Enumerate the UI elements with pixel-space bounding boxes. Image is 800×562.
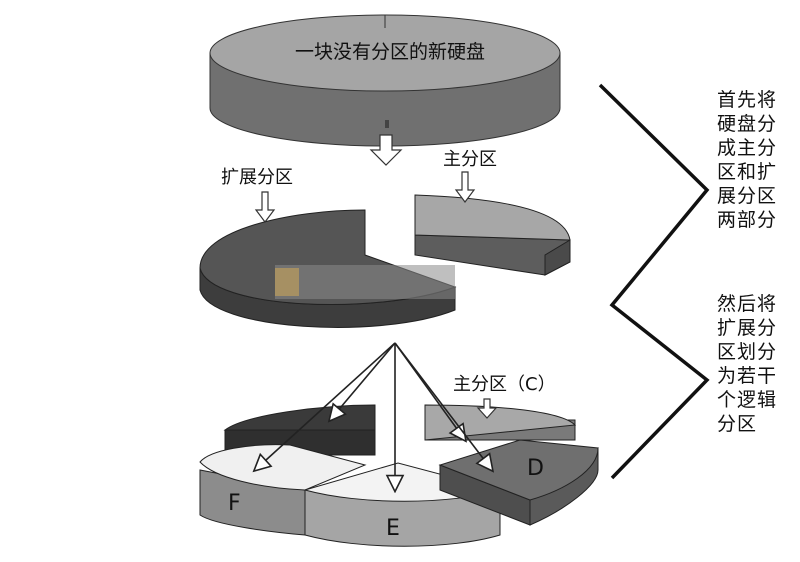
arrow-to-f	[255, 342, 396, 470]
disk-label: 一块没有分区的新硬盘	[295, 41, 485, 63]
arrow-to-d	[394, 342, 492, 470]
note-first-line: 展分区	[717, 185, 778, 207]
primary-partition-slice	[414, 194, 571, 276]
primary-c-label: 主分区（C）	[453, 374, 556, 395]
primary-pointer-icon	[454, 171, 476, 203]
note-first-line: 硬盘分	[717, 113, 778, 135]
note-first-line: 成主分	[717, 137, 778, 159]
extended-pointer-icon	[254, 191, 276, 223]
note-then-line: 为若干	[717, 365, 778, 387]
note-then-step: 然后将 扩展分 区划分 为若干 个逻辑 分区	[717, 292, 797, 436]
unpartitioned-disk: 一块没有分区的新硬盘	[209, 14, 561, 147]
down-arrow-icon	[369, 120, 403, 166]
primary-partition-label: 主分区	[443, 149, 497, 170]
arrow-to-back	[330, 342, 396, 420]
slice-e-label: E	[386, 516, 400, 541]
extended-partition-slice	[199, 209, 457, 328]
slice-f-label: F	[228, 491, 241, 516]
primary-c-slice	[424, 404, 577, 441]
note-first-step: 首先将 硬盘分 成主分 区和扩 展分区 两部分	[717, 88, 797, 232]
zigzag-bracket	[598, 83, 710, 480]
note-then-line: 扩展分	[717, 317, 778, 339]
note-then-line: 个逻辑	[717, 389, 778, 411]
note-then-line: 分区	[717, 413, 758, 435]
note-then-line: 区划分	[717, 341, 778, 363]
note-first-line: 区和扩	[717, 161, 778, 183]
note-then-line: 然后将	[717, 293, 778, 315]
note-first-line: 两部分	[717, 209, 778, 231]
slice-d-label: D	[527, 456, 544, 481]
extended-partition-label: 扩展分区	[221, 167, 293, 188]
note-first-line: 首先将	[717, 89, 778, 111]
primary-c-pointer-icon	[476, 398, 498, 419]
split-arrows	[255, 342, 492, 490]
